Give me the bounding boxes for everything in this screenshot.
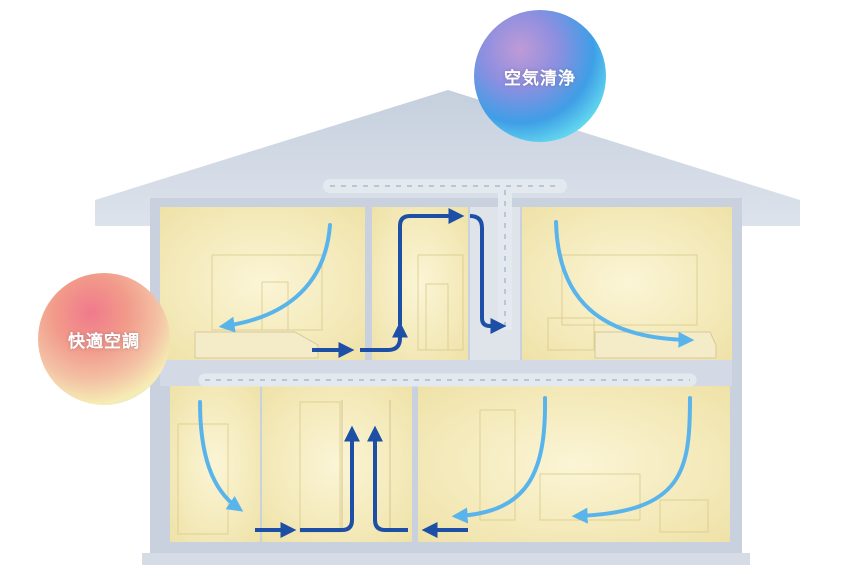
supply-arrow-lower-living-2	[571, 396, 692, 524]
room-lower-hall	[262, 386, 412, 542]
return-arrow-down-shaft	[469, 214, 507, 334]
supply-arrow-lower-living-1	[451, 396, 548, 524]
supply-arrow-upper-right	[554, 220, 695, 348]
room-upper-middle	[372, 207, 468, 360]
return-arrow-lower-hall-1	[300, 425, 360, 532]
air-purification-label: 空気清浄	[504, 68, 576, 89]
comfort-air-conditioning-label: 快適空調	[68, 331, 140, 352]
return-arrow-upper-middle	[360, 321, 408, 352]
return-arrow-up-shaft	[398, 208, 465, 325]
comfort-air-conditioning-bubble: 快適空調	[38, 273, 170, 405]
stair-shaft	[470, 207, 520, 360]
supply-arrow-upper-left	[218, 223, 332, 333]
air-purification-bubble: 空気清浄	[474, 10, 606, 142]
return-arrow-lower-hall-2	[367, 425, 408, 532]
room-lower-left	[170, 386, 260, 542]
roof	[95, 90, 800, 226]
supply-arrow-lower-left	[198, 400, 244, 512]
